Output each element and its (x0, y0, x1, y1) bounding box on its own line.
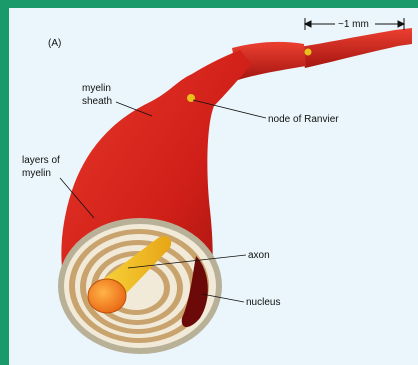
label-nucleus: nucleus (246, 297, 280, 308)
label-myelin-sheath-2: sheath (82, 96, 112, 107)
label-layers-of-myelin-2: myelin (22, 168, 51, 179)
label-node-of-ranvier: node of Ranvier (268, 114, 339, 125)
scale-bar-label: ~1 mm (338, 19, 369, 30)
node-marker-main (187, 94, 195, 102)
label-axon: axon (248, 250, 270, 261)
node-marker-distal (305, 49, 312, 56)
label-layers-of-myelin-1: layers of (22, 155, 60, 166)
panel-label: (A) (48, 38, 61, 49)
label-myelin-sheath-1: myelin (82, 83, 111, 94)
